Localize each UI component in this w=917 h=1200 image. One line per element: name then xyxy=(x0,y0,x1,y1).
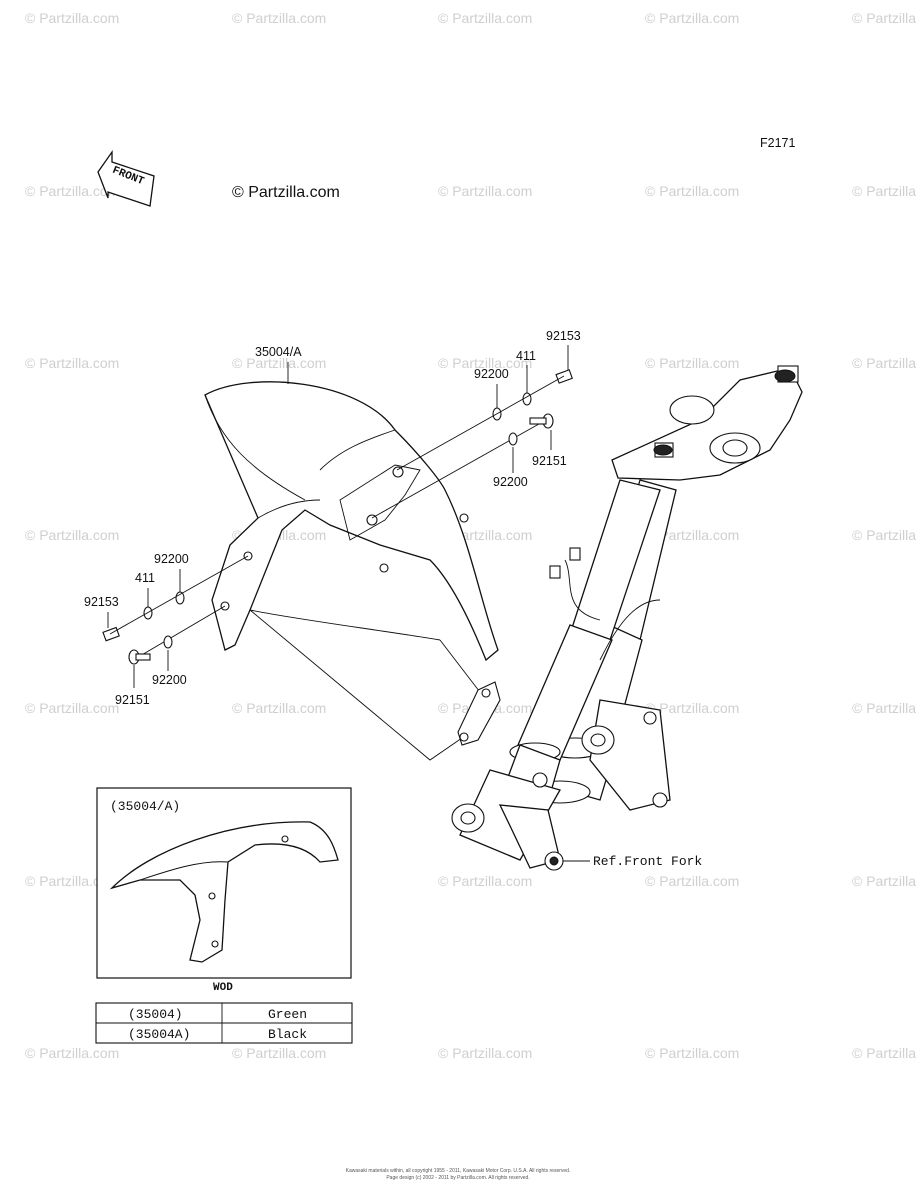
watermark-text: © Partzilla.com xyxy=(232,10,326,26)
table-row-1-color: Green xyxy=(268,1007,307,1022)
bolt-92151-top xyxy=(529,413,554,429)
table-row-2-color: Black xyxy=(268,1027,307,1042)
watermark-text: © Partzilla.com xyxy=(25,700,119,716)
bolt-92153-left xyxy=(102,626,120,642)
watermark-text: © Partzilla.com xyxy=(852,10,917,26)
label-washer-top-left: 92200 xyxy=(474,367,509,381)
watermark-text: © Partzilla.com xyxy=(25,10,119,26)
watermark-text: © Partzilla.com xyxy=(25,355,119,371)
copyright-label: © Partzilla.com xyxy=(232,184,340,201)
watermark-text: © Partzilla.com xyxy=(438,1045,532,1061)
footer-line-2: Page design (c) 2002 - 2011 by Partzilla… xyxy=(386,1175,529,1181)
watermark-text: © Partzilla.com xyxy=(25,527,119,543)
washer-92200-top2 xyxy=(508,432,518,446)
color-table: (35004) Green (35004A) Black xyxy=(95,1002,353,1044)
label-bolt-left2: 92151 xyxy=(115,693,150,707)
table-row-1-part: (35004) xyxy=(128,1007,183,1022)
watermark-text: © Partzilla.com xyxy=(25,873,119,889)
watermark-text: © Partzilla.com xyxy=(852,183,917,199)
watermark-text: © Partzilla.com xyxy=(438,183,532,199)
watermark-text: © Partzilla.com xyxy=(645,10,739,26)
watermark-text: © Partzilla.com xyxy=(852,355,917,371)
bolt-92153-top xyxy=(555,369,573,384)
label-washer-top2: 92200 xyxy=(493,475,528,489)
inset-title: (35004/A) xyxy=(110,799,180,814)
watermark-text: © Partzilla.com xyxy=(645,355,739,371)
watermark-grid: © Partzilla.com © Partzilla.com © Partzill… xyxy=(25,10,917,1061)
label-fender: 35004/A xyxy=(255,345,302,359)
front-fork xyxy=(451,365,803,871)
inset-box: (35004/A) WOD xyxy=(96,787,352,994)
watermark-text: © Partzilla.com xyxy=(852,1045,917,1061)
watermark-text: © Partzilla.com xyxy=(852,873,917,889)
watermark-text: © Partzilla.com xyxy=(438,10,532,26)
watermark-text: © Partzilla.com xyxy=(232,1045,326,1061)
watermark-text: © Partzilla.com xyxy=(645,1045,739,1061)
bolt-92151-left xyxy=(128,649,151,665)
watermark-text: © Partzilla.com xyxy=(852,700,917,716)
inset-code: WOD xyxy=(213,982,233,994)
footer-line-1: Kawasaki materials within, all copyright… xyxy=(346,1168,571,1174)
label-washer-top: 411 xyxy=(516,349,536,363)
front-arrow-icon: FRONT xyxy=(97,149,155,207)
label-bolt-top2: 92151 xyxy=(532,454,567,468)
watermark-text: © Partzilla.com xyxy=(645,183,739,199)
watermark-text: © Partzilla.com xyxy=(25,1045,119,1061)
washer-92200-left3 xyxy=(163,635,173,649)
table-row-2-part: (35004A) xyxy=(128,1027,190,1042)
front-fender xyxy=(204,381,499,662)
watermark-text: © Partzilla.com xyxy=(645,873,739,889)
watermark-text: © Partzilla.com xyxy=(438,873,532,889)
label-washer-left2: 411 xyxy=(135,571,155,585)
label-washer-left3: 92200 xyxy=(152,673,187,687)
watermark-text: © Partzilla.com xyxy=(232,700,326,716)
watermark-text: © Partzilla.com xyxy=(25,183,119,199)
watermark-text: © Partzilla.com xyxy=(645,527,739,543)
label-bolt-top: 92153 xyxy=(546,329,581,343)
watermark-text: © Partzilla.com xyxy=(852,527,917,543)
diagram-code: F2171 xyxy=(760,136,795,150)
watermark-text: © Partzilla.com xyxy=(438,355,532,371)
watermark-text: © Partzilla.com xyxy=(645,700,739,716)
label-ref-front-fork: Ref.Front Fork xyxy=(593,854,702,869)
watermark-text: © Partzilla.com xyxy=(232,355,326,371)
label-washer-left1: 92200 xyxy=(154,552,189,566)
washer-92200-left1 xyxy=(175,591,185,605)
label-bolt-left: 92153 xyxy=(84,595,119,609)
